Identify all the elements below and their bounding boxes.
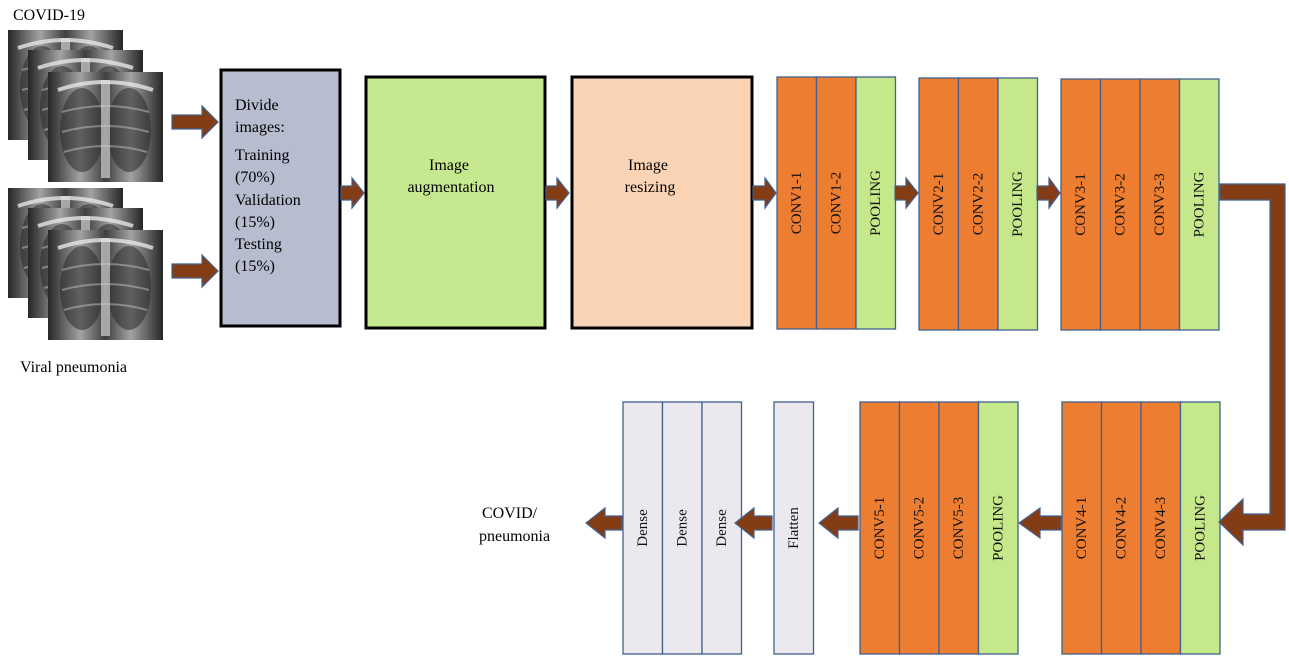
- block4-layer-label: CONV4-2: [1113, 497, 1129, 560]
- dense-layer-label: Dense: [635, 509, 651, 547]
- block3-layer-label: POOLING: [1191, 171, 1207, 237]
- arrow-block4-to-block5: [1017, 506, 1062, 540]
- arrow-divide-to-augmentation: [340, 176, 365, 210]
- divide-line: (15%): [235, 258, 275, 275]
- resizing-line: Image: [628, 157, 668, 174]
- arrow-block5-to-flatten: [818, 506, 859, 540]
- dense-dense-layer: [701, 401, 743, 655]
- viral-pneumonia-label: Viral pneumonia: [20, 359, 127, 376]
- block4-layer-label: CONV4-1: [1074, 497, 1090, 560]
- covid-label: COVID-19: [13, 7, 85, 24]
- block3-layer-label: CONV3-1: [1073, 173, 1089, 236]
- block2-layer-label: POOLING: [1010, 171, 1026, 237]
- divide-line: Divide: [235, 97, 279, 114]
- block4-layer-label: CONV4-3: [1153, 497, 1169, 560]
- block3-layer-label: CONV3-2: [1112, 173, 1128, 236]
- arrow-block3-to-block4: [1218, 183, 1286, 547]
- block5-conv-layer: [898, 401, 940, 655]
- output-label: COVID/ pneumonia: [479, 505, 550, 545]
- divide-images-box: [219, 68, 342, 328]
- arrow-resizing-to-block1: [752, 176, 777, 210]
- block1-conv-layer: [815, 76, 857, 330]
- dense-dense-layer: [622, 401, 664, 655]
- block5-layer-label: CONV5-1: [872, 497, 888, 560]
- arrow-viral-to-divide: [171, 253, 219, 289]
- block2-layer-label: CONV2-2: [970, 173, 986, 236]
- block2-layer-label: CONV2-1: [931, 173, 947, 236]
- image-augmentation-text: Image augmentation: [407, 157, 494, 196]
- block3-conv-layer: [1099, 78, 1141, 331]
- augmentation-line: Image: [429, 157, 469, 174]
- divide-line: (15%): [235, 214, 275, 231]
- divide-line: (70%): [235, 169, 275, 186]
- block3-conv-layer: [1139, 78, 1181, 331]
- block2-conv-layer: [957, 77, 999, 331]
- image-resizing-text: Image resizing: [625, 157, 676, 196]
- block3-layer-label: CONV3-3: [1152, 173, 1168, 236]
- dense-layer-label: Dense: [674, 509, 690, 547]
- block4-conv-layer: [1100, 401, 1142, 655]
- block1-layer-label: POOLING: [868, 170, 884, 236]
- divide-line: Training: [235, 147, 290, 164]
- divide-line: images:: [235, 119, 285, 136]
- arrow-augmentation-to-resizing: [545, 176, 570, 210]
- block5-layer-label: CONV5-3: [951, 497, 967, 560]
- block1-layer-label: CONV1-1: [789, 172, 805, 235]
- covid-xray-stack: [6, 28, 165, 184]
- viral-pneumonia-xray-stack: [6, 186, 165, 342]
- flatten-flatten-layer: [773, 401, 815, 655]
- block5-layer-label: POOLING: [990, 495, 1006, 561]
- arrow-covid-to-divide: [171, 104, 219, 140]
- block5-conv-layer: [938, 401, 980, 655]
- block4-pooling-layer: [1179, 401, 1221, 655]
- arrow-dense-to-output: [585, 506, 623, 540]
- block1-pooling-layer: [855, 76, 897, 330]
- block2-pooling-layer: [997, 77, 1039, 331]
- block1-conv-layer: [776, 76, 818, 330]
- image-resizing-box: [570, 75, 754, 330]
- augmentation-line: augmentation: [407, 179, 494, 196]
- image-augmentation-box: [364, 75, 547, 330]
- block5-layer-label: CONV5-2: [911, 497, 927, 560]
- divide-line: Testing: [235, 236, 282, 253]
- block4-conv-layer: [1140, 401, 1182, 655]
- arrow-block2-to-block3: [1036, 176, 1061, 210]
- flatten-layer-label: Flatten: [786, 507, 802, 549]
- flow-arrows: [171, 104, 1286, 547]
- arrow-flatten-to-dense: [734, 506, 773, 540]
- arrow-block1-to-block2: [894, 176, 919, 210]
- output-line: COVID/: [482, 505, 538, 522]
- resizing-line: resizing: [625, 179, 676, 196]
- dense-layer-label: Dense: [714, 509, 730, 547]
- divide-images-text: Divide images: Training (70%) Validation…: [235, 97, 305, 275]
- divide-line: Validation: [235, 192, 301, 209]
- block3-pooling-layer: [1178, 78, 1220, 331]
- output-line: pneumonia: [479, 528, 550, 545]
- block1-layer-label: CONV1-2: [828, 172, 844, 235]
- block4-layer-label: POOLING: [1192, 495, 1208, 561]
- block4-conv-layer: [1061, 401, 1103, 655]
- block5-pooling-layer: [977, 401, 1019, 655]
- block3-conv-layer: [1060, 78, 1102, 331]
